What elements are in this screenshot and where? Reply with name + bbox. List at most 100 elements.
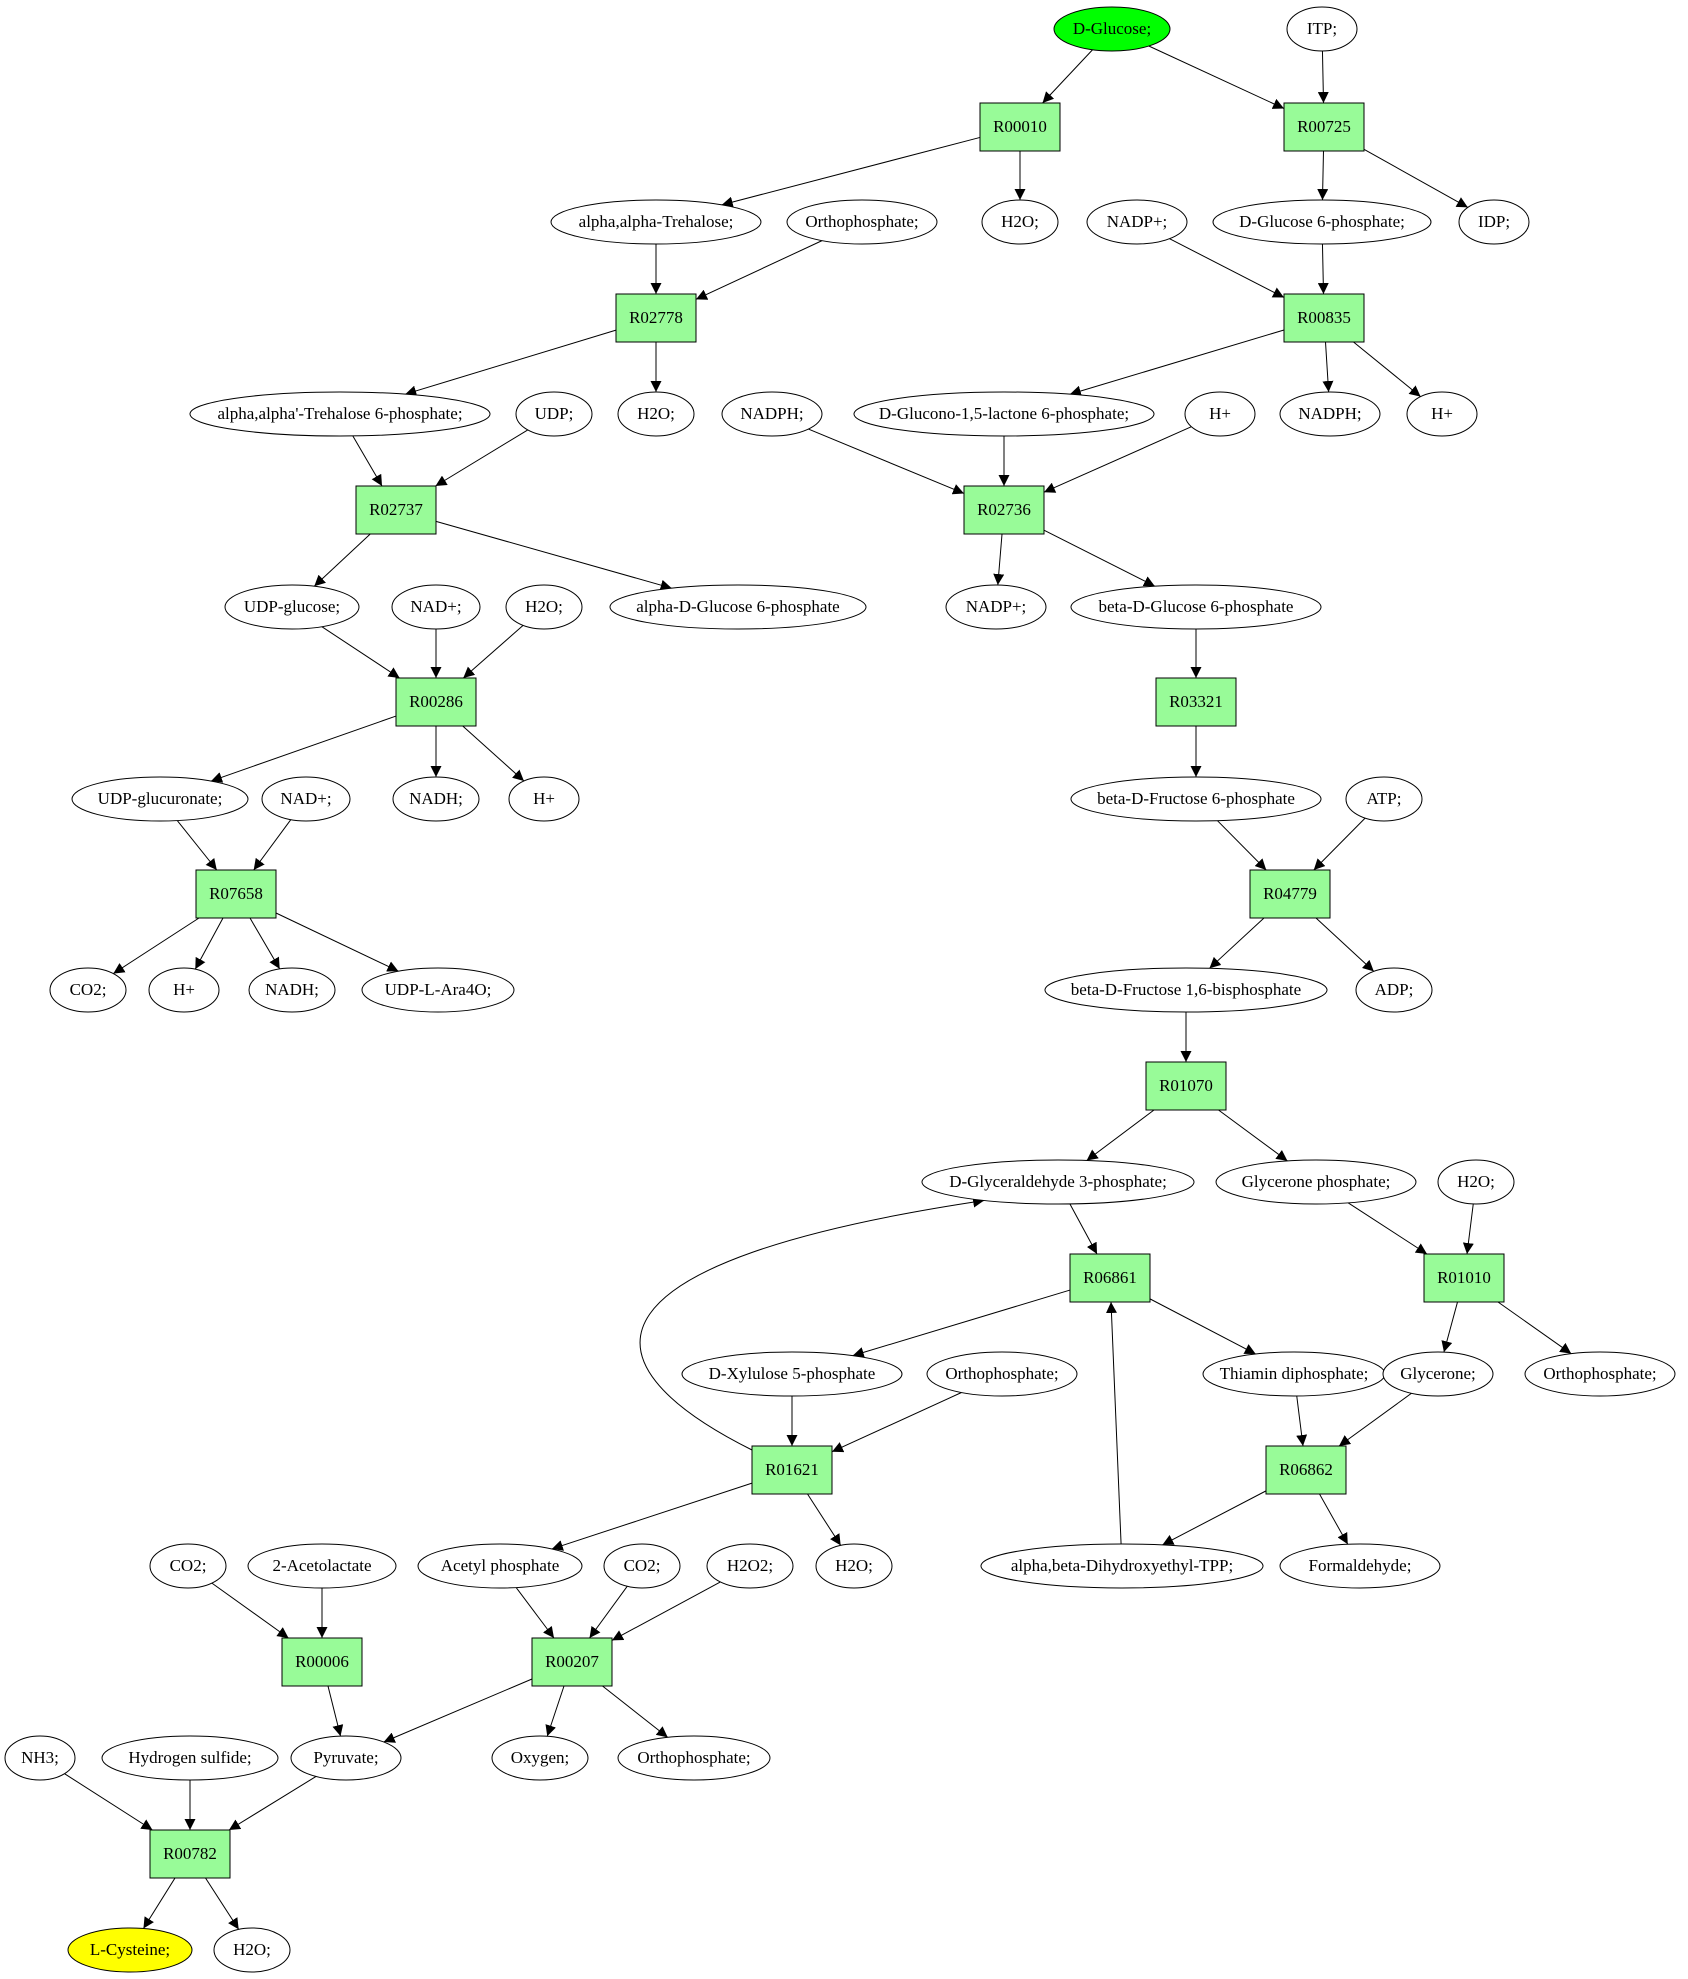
node-label: NADP+; — [1107, 212, 1168, 231]
edge-nadp1-to-R00835 — [1169, 238, 1285, 298]
compound-ellipse — [4, 1735, 76, 1781]
node-label: NADPH; — [1298, 404, 1361, 423]
compound-node-glucose: D-Glucose; — [1053, 6, 1171, 52]
node-label: R00835 — [1297, 308, 1351, 327]
node-label: H2O; — [233, 1940, 271, 1959]
node-label: Orthophosphate; — [805, 212, 918, 231]
node-label: CO2; — [170, 1556, 207, 1575]
compound-node-nadph1: NADPH; — [721, 391, 823, 437]
node-label: R07658 — [209, 884, 263, 903]
node-label: beta-D-Fructose 6-phosphate — [1097, 789, 1295, 808]
node-label: R00286 — [409, 692, 463, 711]
reaction-box — [1249, 869, 1331, 919]
node-label: alpha,alpha'-Trehalose 6-phosphate; — [217, 404, 462, 423]
node-label: D-Glucose; — [1073, 19, 1151, 38]
edge-R07658-to-udpara — [275, 912, 399, 972]
edge-R01070-to-dhap — [1218, 1109, 1288, 1162]
edge-R00725-to-idp — [1363, 148, 1469, 208]
compound-ellipse — [617, 391, 695, 437]
edge-tpp-to-R06862 — [1296, 1395, 1308, 1447]
compound-node-fbp: beta-D-Fructose 1,6-bisphosphate — [1044, 967, 1328, 1013]
compound-ellipse — [550, 199, 762, 245]
node-label: Glycerone; — [1400, 1364, 1476, 1383]
compound-node-udpgluc: UDP-glucuronate; — [71, 776, 249, 822]
reaction-node-R01070: R01070 — [1145, 1061, 1227, 1111]
reaction-box — [615, 293, 697, 343]
compound-node-nadh1: NADH; — [392, 776, 480, 822]
reaction-node-R06862: R06862 — [1265, 1445, 1347, 1495]
compound-node-glycerone: Glycerone; — [1382, 1351, 1494, 1397]
compound-node-cys: L-Cysteine; — [67, 1927, 193, 1973]
reaction-box — [1265, 1445, 1347, 1495]
compound-node-nad1: NAD+; — [391, 584, 481, 630]
edge-R04779-to-fbp — [1209, 917, 1265, 969]
node-label: R01010 — [1437, 1268, 1491, 1287]
node-label: NADH; — [409, 789, 463, 808]
compound-node-ag6p: alpha-D-Glucose 6-phosphate — [609, 584, 867, 630]
node-label: R00010 — [993, 117, 1047, 136]
edge-R06862-to-dhetpp — [1162, 1490, 1267, 1546]
node-label: NH3; — [21, 1748, 59, 1767]
node-label: H+ — [173, 980, 195, 999]
node-label: ITP; — [1307, 19, 1337, 38]
node-label: Formaldehyde; — [1309, 1556, 1412, 1575]
compound-node-acp: Acetyl phosphate — [417, 1543, 583, 1589]
edge-R01621-to-h2o_5 — [807, 1493, 842, 1546]
node-label: alpha-D-Glucose 6-phosphate — [636, 597, 839, 616]
compound-node-udpglc: UDP-glucose; — [224, 584, 360, 630]
reaction-box — [1283, 102, 1365, 152]
reaction-box — [395, 677, 477, 727]
edge-pyruvate-to-R00782 — [228, 1776, 317, 1831]
edge-R00782-to-cys — [143, 1877, 176, 1929]
compound-ellipse — [1053, 6, 1171, 52]
node-label: H2O; — [1001, 212, 1039, 231]
reaction-box — [1283, 293, 1365, 343]
reaction-node-R04779: R04779 — [1249, 869, 1331, 919]
node-label: IDP; — [1478, 212, 1510, 231]
edge-h2o_4-to-R01010 — [1462, 1203, 1474, 1255]
compound-node-h2o_1: H2O; — [981, 199, 1059, 245]
node-label: H+ — [1209, 404, 1231, 423]
compound-ellipse — [1086, 199, 1188, 245]
reaction-node-R00725: R00725 — [1283, 102, 1365, 152]
compound-ellipse — [1279, 1543, 1441, 1589]
compound-ellipse — [49, 967, 127, 1013]
node-label: D-Glucose 6-phosphate; — [1239, 212, 1405, 231]
compound-node-acetolac: 2-Acetolactate — [247, 1543, 397, 1589]
compound-node-idp: IDP; — [1458, 199, 1530, 245]
node-label: beta-D-Fructose 1,6-bisphosphate — [1071, 980, 1301, 999]
edge-R06862-to-formald — [1319, 1493, 1349, 1545]
node-label: NADP+; — [966, 597, 1027, 616]
compound-ellipse — [67, 1927, 193, 1973]
node-label: D-Glucono-1,5-lactone 6-phosphate; — [879, 404, 1129, 423]
edge-R01010-to-pi3 — [1497, 1301, 1572, 1355]
compound-ellipse — [1215, 1159, 1417, 1205]
compound-node-co2_3: CO2; — [603, 1543, 681, 1589]
compound-node-dhetpp: alpha,beta-Dihydroxyethyl-TPP; — [980, 1543, 1264, 1589]
compound-ellipse — [1286, 6, 1358, 52]
edge-pi1-to-R02778 — [695, 240, 823, 300]
edge-h2o2-to-R00207 — [611, 1581, 721, 1641]
compound-node-pi2: Orthophosphate; — [926, 1351, 1078, 1397]
reaction-box — [281, 1637, 363, 1687]
node-label: Acetyl phosphate — [441, 1556, 560, 1575]
compound-node-pi1: Orthophosphate; — [786, 199, 938, 245]
edge-R01621-to-acp — [551, 1482, 753, 1551]
compound-node-h2o2: H2O2; — [706, 1543, 794, 1589]
compound-node-nh3: NH3; — [4, 1735, 76, 1781]
compound-ellipse — [213, 1927, 291, 1973]
compound-node-h2o_5: H2O; — [815, 1543, 893, 1589]
compound-node-nadh2: NADH; — [248, 967, 336, 1013]
node-label: UDP-L-Ara4O; — [385, 980, 492, 999]
reaction-node-R00207: R00207 — [531, 1637, 613, 1687]
compound-node-t6p: alpha,alpha'-Trehalose 6-phosphate; — [189, 391, 491, 437]
reaction-box — [195, 869, 277, 919]
compound-ellipse — [505, 584, 583, 630]
node-label: Thiamin diphosphate; — [1220, 1364, 1369, 1383]
edge-glucose-to-R00010 — [1042, 49, 1093, 104]
compound-ellipse — [921, 1159, 1195, 1205]
node-label: R06861 — [1083, 1268, 1137, 1287]
node-label: R06862 — [1279, 1460, 1333, 1479]
